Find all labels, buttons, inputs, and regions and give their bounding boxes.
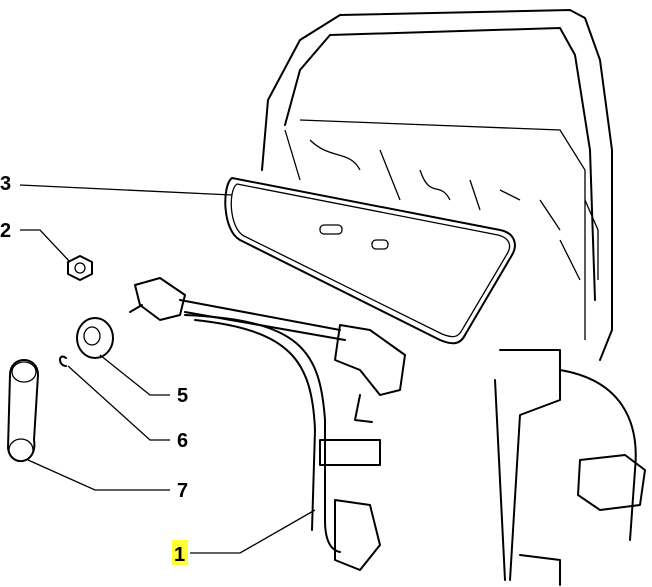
callout-1-highlight (172, 540, 188, 565)
leader-lines (19, 184, 316, 554)
callout-1: 1 (174, 544, 185, 566)
callout-5: 5 (177, 385, 188, 407)
window-regulator (129, 277, 406, 571)
nut (67, 255, 93, 281)
callout-7: 7 (177, 480, 188, 502)
window-crank-handle (7, 359, 39, 463)
window-regulator-rear (494, 349, 646, 586)
callout-2: 2 (0, 220, 11, 242)
bushing (76, 317, 114, 359)
callout-3: 3 (0, 173, 11, 195)
door-panel-seal (224, 177, 516, 345)
door-frame (261, 9, 613, 361)
callout-6: 6 (177, 430, 188, 452)
clip (59, 355, 67, 367)
